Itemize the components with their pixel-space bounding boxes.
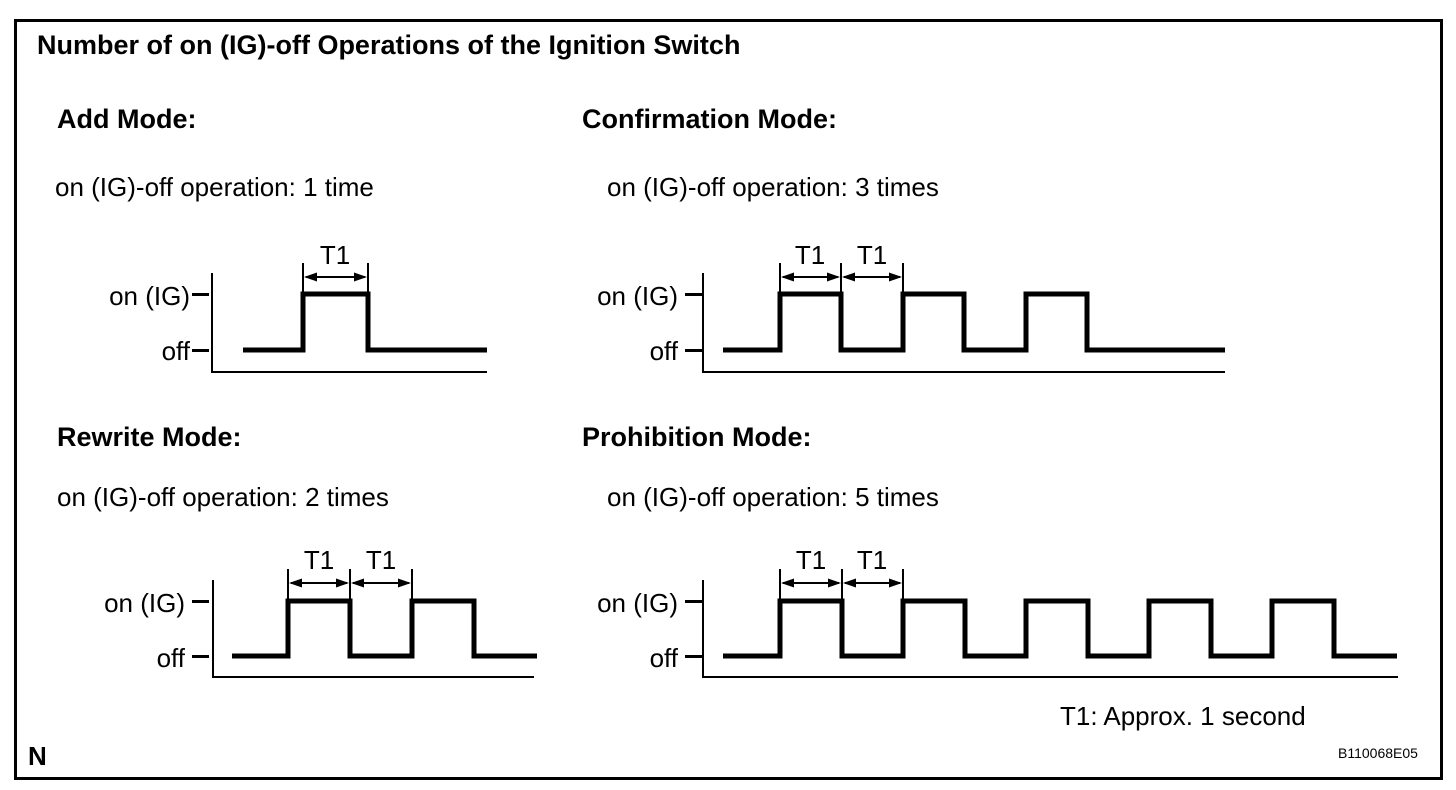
confirmation-mode-t1-label-2: T1: [856, 240, 888, 270]
add-mode-operation-text: on (IG)-off operation: 1 time: [55, 172, 374, 202]
rewrite-mode-on-tick: [192, 600, 209, 603]
add-mode-off-level-label: off: [161, 336, 190, 366]
prohibition-mode-t1-label-2: T1: [856, 545, 888, 575]
add-mode-off-tick: [192, 349, 209, 352]
t1-definition-note: T1: Approx. 1 second: [1060, 701, 1306, 731]
add-mode-on-level-label: on (IG): [109, 281, 190, 311]
prohibition-mode-heading: Prohibition Mode:: [582, 422, 812, 452]
confirmation-mode-off-tick: [685, 349, 702, 352]
prohibition-mode-on-tick: [685, 600, 702, 603]
figure-code: B110068E05: [1338, 745, 1418, 761]
confirmation-mode-on-level-label: on (IG): [597, 281, 678, 311]
figure-title: Number of on (IG)-off Operations of the …: [37, 30, 741, 60]
rewrite-mode-operation-text: on (IG)-off operation: 2 times: [57, 482, 389, 512]
rewrite-mode-t1-label-2: T1: [365, 545, 397, 575]
page-marker-n: N: [28, 741, 47, 771]
rewrite-mode-off-tick: [192, 655, 209, 658]
confirmation-mode-t1-label-1: T1: [794, 240, 826, 270]
prohibition-mode-operation-text: on (IG)-off operation: 5 times: [607, 482, 939, 512]
confirmation-mode-operation-text: on (IG)-off operation: 3 times: [607, 172, 939, 202]
add-mode-heading: Add Mode:: [57, 104, 197, 134]
add-mode-t1-label: T1: [319, 240, 351, 270]
rewrite-mode-on-level-label: on (IG): [104, 588, 185, 618]
figure-border: [14, 19, 1443, 780]
rewrite-mode-heading: Rewrite Mode:: [57, 422, 242, 452]
prohibition-mode-t1-label-1: T1: [795, 545, 827, 575]
confirmation-mode-on-tick: [685, 293, 702, 296]
prohibition-mode-off-tick: [685, 655, 702, 658]
prohibition-mode-off-level-label: off: [649, 643, 678, 673]
prohibition-mode-on-level-label: on (IG): [597, 588, 678, 618]
rewrite-mode-t1-label-1: T1: [303, 545, 335, 575]
confirmation-mode-heading: Confirmation Mode:: [582, 104, 837, 134]
rewrite-mode-off-level-label: off: [156, 643, 185, 673]
confirmation-mode-off-level-label: off: [649, 336, 678, 366]
add-mode-on-tick: [192, 293, 209, 296]
